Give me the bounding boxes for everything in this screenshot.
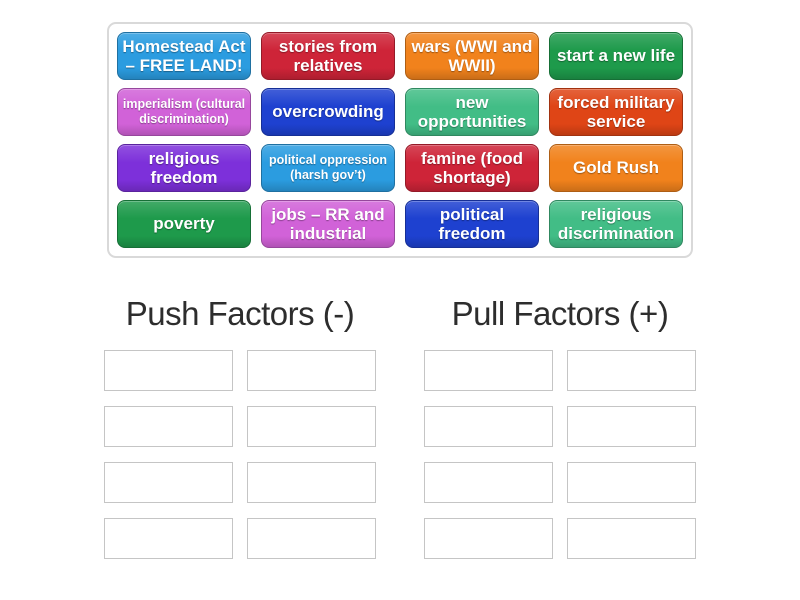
tile[interactable]: new opportunities [405,88,539,136]
drop-slot[interactable] [104,350,233,392]
tile-label: stories from relatives [278,36,378,75]
tile-label: wars (WWI and WWII) [411,36,533,75]
tile-label: famine (food shortage) [421,148,523,187]
tile[interactable]: political oppression (harsh gov’t) [261,144,395,192]
slot-grid-pull [424,350,696,560]
tile[interactable]: Gold Rush [549,144,683,192]
drop-slot[interactable] [424,462,553,504]
drop-slot[interactable] [567,350,696,392]
tile-label: poverty [153,214,215,234]
drop-slot[interactable] [247,350,376,392]
drop-slot[interactable] [247,518,376,560]
tile-label: political oppression (harsh gov’t) [268,153,388,182]
tile-label: overcrowding [272,102,384,122]
tile-label: new opportunities [417,92,527,131]
group-title-pull: Pull Factors (+) [451,295,669,332]
tile[interactable]: religious freedom [117,144,251,192]
tile-label: forced military service [557,92,675,131]
drop-slot[interactable] [424,518,553,560]
tile[interactable]: Homestead Act – FREE LAND! [117,32,251,80]
tile-label: imperialism (cultural discrimination) [122,97,246,126]
drop-slot[interactable] [104,518,233,560]
drop-slot[interactable] [104,406,233,448]
tile[interactable]: poverty [117,200,251,248]
tile[interactable]: overcrowding [261,88,395,136]
tile-label: political freedom [438,204,506,243]
group-title-push: Push Factors (-) [125,295,355,332]
drop-slot[interactable] [424,350,553,392]
tile[interactable]: forced military service [549,88,683,136]
tile-label: religious discrimination [557,204,675,243]
tile-board: Homestead Act – FREE LAND! stories from r… [107,22,693,258]
drop-slot[interactable] [567,518,696,560]
tile-label: start a new life [556,46,676,66]
tile[interactable]: famine (food shortage) [405,144,539,192]
group-pull-factors: Pull Factors (+) [424,294,696,560]
tile[interactable]: jobs – RR and industrial [261,200,395,248]
drop-slot[interactable] [247,406,376,448]
tile[interactable]: religious discrimination [549,200,683,248]
drop-slot[interactable] [567,462,696,504]
drop-slot[interactable] [567,406,696,448]
tile[interactable]: start a new life [549,32,683,80]
group-push-factors: Push Factors (-) [104,294,376,560]
tile[interactable]: political freedom [405,200,539,248]
tile-label: jobs – RR and industrial [271,204,385,243]
drop-slot[interactable] [424,406,553,448]
tile[interactable]: stories from relatives [261,32,395,80]
drop-slot[interactable] [247,462,376,504]
tile[interactable]: wars (WWI and WWII) [405,32,539,80]
tile-label: Homestead Act – FREE LAND! [122,36,246,75]
drop-slot[interactable] [104,462,233,504]
tile-label: religious freedom [148,148,220,187]
tile[interactable]: imperialism (cultural discrimination) [117,88,251,136]
slot-grid-push [104,350,376,560]
tile-label: Gold Rush [573,158,659,178]
sort-groups: Push Factors (-) Pull Factors (+) [0,294,800,560]
